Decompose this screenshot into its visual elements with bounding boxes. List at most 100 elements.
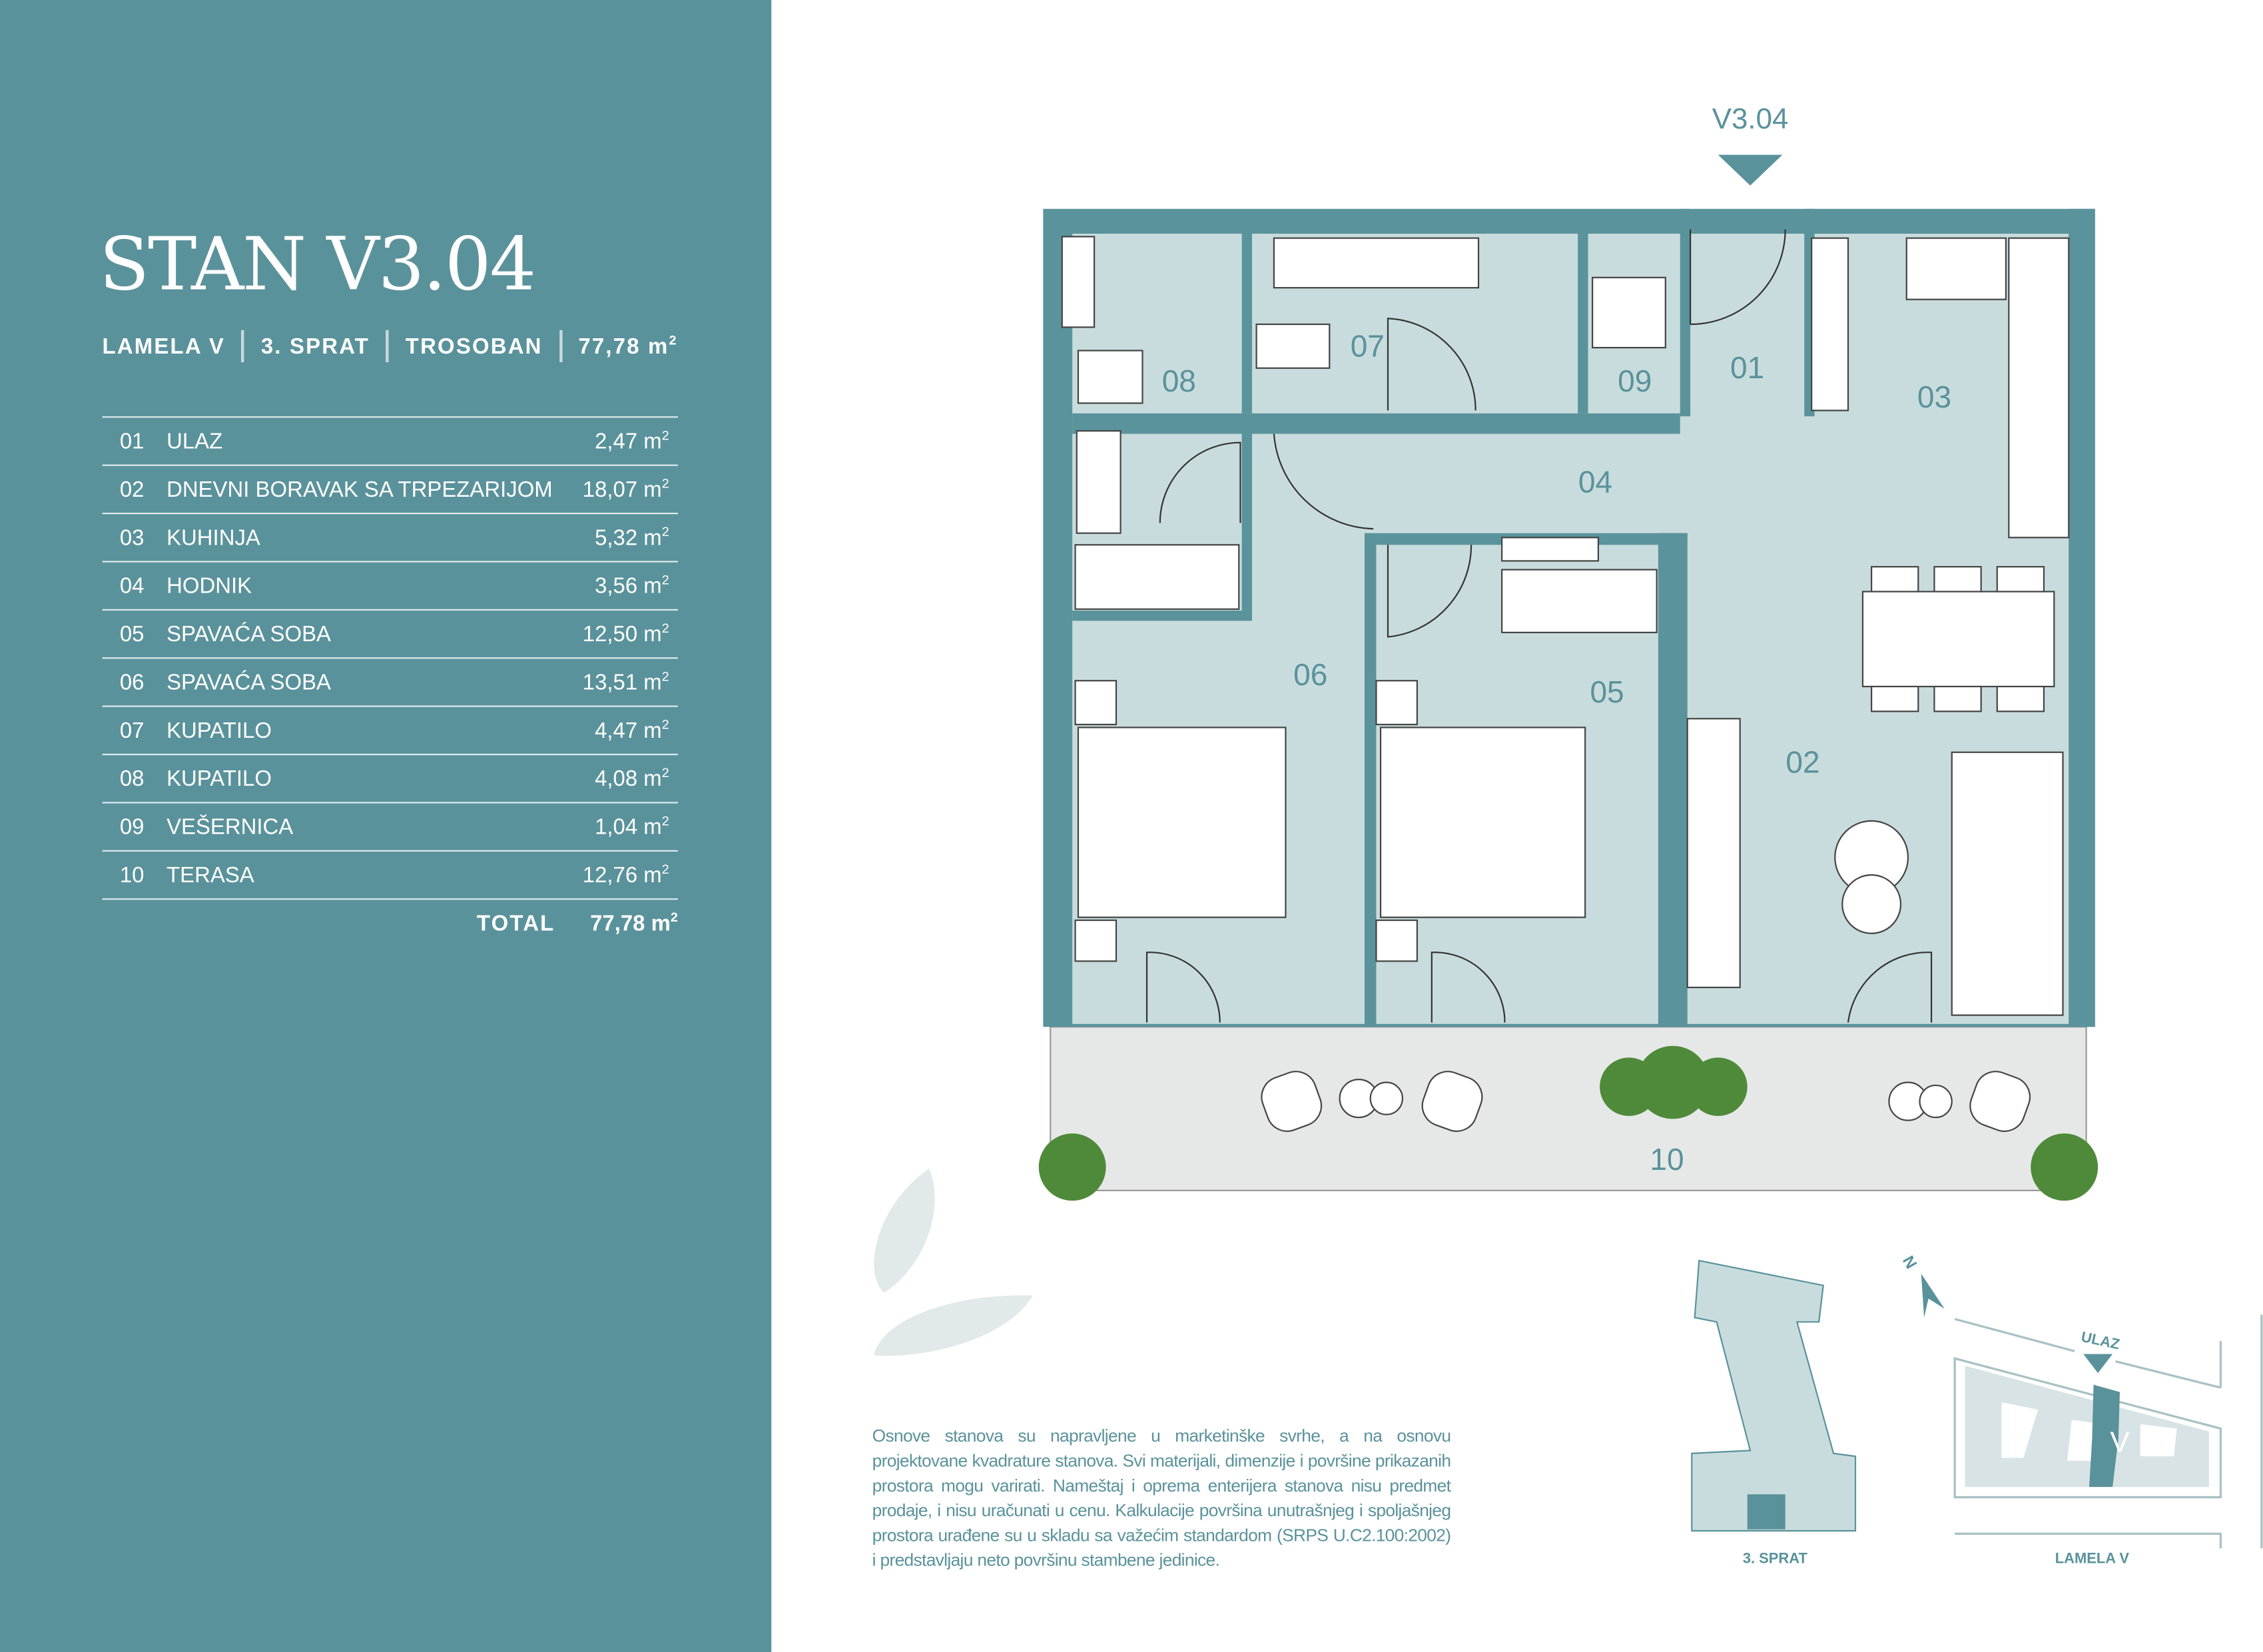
unit-type: TROSOBAN — [405, 334, 543, 359]
unit-sup: 2 — [669, 333, 678, 348]
leaf-icon — [874, 1168, 935, 1293]
room-name: KUHINJA — [166, 525, 260, 550]
room-row: 02 DNEVNI BORAVAK SA TRPEZARIJOM 18,07 m2 — [102, 464, 678, 513]
unit-area: 77,78 m2 — [578, 333, 677, 359]
divider — [386, 330, 390, 363]
room-label-09: 09 — [1618, 364, 1652, 398]
room-number: 10 — [119, 862, 145, 888]
room-area-sup: 2 — [661, 427, 669, 443]
room-label-08: 08 — [1162, 364, 1196, 398]
unit-summary: LAMELA V 3. SPRAT TROSOBAN 77,78 m2 — [102, 330, 678, 363]
room-area-value: 12,50 m — [582, 622, 662, 647]
room-area-sup: 2 — [661, 717, 669, 732]
north-arrow-icon — [1921, 1273, 1945, 1318]
room-row: 01 ULAZ 2,47 m2 — [102, 416, 678, 464]
room-area: 12,76 m2 — [583, 862, 678, 888]
room-number: 07 — [119, 718, 145, 743]
room-area-sup: 2 — [661, 572, 669, 587]
keyplan-floor-label: 3. SPRAT — [1743, 1549, 1808, 1566]
unit-label: V3.04 — [1712, 103, 1789, 135]
room-number: 06 — [119, 669, 145, 695]
total-label: TOTAL — [476, 910, 555, 936]
divider — [241, 330, 245, 363]
unit-area-value: 77,78 m — [578, 334, 669, 360]
disclaimer: Osnove stanova su napravljene u marketin… — [872, 1426, 1451, 1571]
room-number: 09 — [119, 814, 145, 840]
room-name: SPAVAĆA SOBA — [166, 621, 331, 647]
room-number: 02 — [119, 477, 145, 502]
room-area-sup: 2 — [661, 621, 669, 636]
leaf-icon — [873, 1295, 1033, 1356]
room-name: ULAZ — [166, 428, 223, 454]
divider — [559, 330, 562, 363]
floor-keyplan: 3. SPRAT — [1691, 1259, 1857, 1566]
room-label-04: 04 — [1578, 464, 1612, 499]
room-name: SPAVAĆA SOBA — [166, 669, 331, 695]
room-area-sup: 2 — [661, 862, 669, 877]
room-row: 04 HODNIK 3,56 m2 — [102, 561, 678, 609]
room-area-sup: 2 — [661, 524, 669, 539]
room-row: 07 KUPATILO 4,47 m2 — [102, 705, 678, 754]
room-area: 18,07 m2 — [583, 476, 678, 502]
total-row: TOTAL 77,78 m2 — [102, 898, 678, 946]
info-panel: STAN V3.04 LAMELA V 3. SPRAT TROSOBAN 77… — [0, 0, 772, 1652]
room-name: HODNIK — [166, 573, 252, 599]
room-number: 01 — [119, 428, 145, 454]
terrace-furniture — [1261, 1071, 2031, 1132]
room-area-value: 12,76 m — [582, 863, 662, 888]
total-area-value: 77,78 m — [590, 911, 671, 937]
room-area-value: 3,56 m — [595, 574, 662, 599]
doors — [1145, 229, 1933, 1023]
room-area-value: 18,07 m — [582, 477, 662, 503]
room-number: 04 — [119, 573, 145, 599]
room-area: 3,56 m2 — [595, 573, 678, 599]
room-area: 5,32 m2 — [595, 525, 678, 551]
lamela: LAMELA V — [102, 334, 226, 359]
north-label: N — [1899, 1253, 1920, 1272]
room-label-07: 07 — [1351, 328, 1385, 363]
room-area: 4,47 m2 — [595, 717, 678, 743]
entrance-label: ULAZ — [2080, 1328, 2121, 1353]
room-number: 05 — [119, 621, 145, 647]
plant-icon — [1038, 1045, 2099, 1201]
room-name: TERASA — [166, 862, 254, 888]
room-area: 12,50 m2 — [583, 621, 678, 647]
lamela-letter: V — [2110, 1426, 2130, 1459]
room-row: 03 KUHINJA 5,32 m2 — [102, 512, 678, 561]
room-area-sup: 2 — [661, 669, 669, 684]
room-label-03: 03 — [1917, 380, 1951, 414]
room-area-value: 4,08 m — [595, 766, 662, 792]
total-area: 77,78 m2 — [590, 910, 678, 936]
room-number: 03 — [119, 525, 145, 550]
keyplan-lamela-label: LAMELA V — [2055, 1549, 2130, 1566]
room-name: KUPATILO — [166, 718, 272, 743]
room-area: 4,08 m2 — [595, 765, 678, 791]
room-row: 08 KUPATILO 4,08 m2 — [102, 753, 678, 802]
room-number: 08 — [119, 766, 145, 791]
room-row: 05 SPAVAĆA SOBA 12,50 m2 — [102, 609, 678, 657]
furniture — [1061, 236, 2070, 1016]
room-name: DNEVNI BORAVAK SA TRPEZARIJOM — [166, 477, 553, 502]
room-label-10: 10 — [1650, 1142, 1684, 1177]
page-title: STAN V3.04 — [99, 222, 536, 307]
room-area-sup: 2 — [661, 476, 669, 491]
room-area-value: 4,47 m — [595, 718, 662, 744]
room-name: VEŠERNICA — [166, 814, 294, 840]
room-label-05: 05 — [1590, 675, 1624, 709]
lamela-keyplan: N ULAZ V LAMELA V — [1899, 1253, 2263, 1566]
room-area-value: 2,47 m — [595, 429, 662, 455]
room-area-value: 5,32 m — [595, 525, 662, 551]
entrance-marker-icon — [2083, 1354, 2113, 1374]
room-name: KUPATILO — [166, 766, 272, 791]
room-label-06: 06 — [1293, 657, 1327, 692]
room-label-01: 01 — [1730, 350, 1764, 385]
room-area-value: 13,51 m — [582, 670, 662, 696]
room-row: 10 TERASA 12,76 m2 — [102, 850, 678, 898]
entrance-arrow-icon — [1718, 154, 1783, 186]
room-area-value: 1,04 m — [595, 815, 662, 840]
total-sup: 2 — [670, 910, 678, 925]
